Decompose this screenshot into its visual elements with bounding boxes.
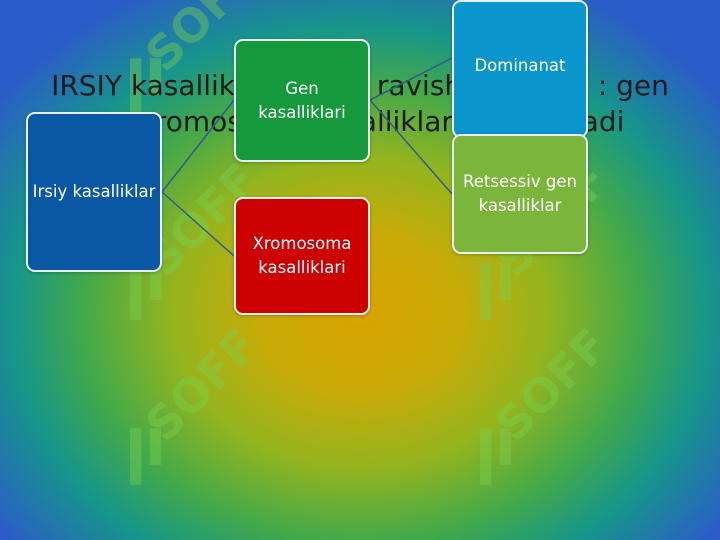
connector-root-xromosoma	[161, 191, 235, 257]
node-label: Retsessiv gen kasalliklar	[463, 172, 577, 215]
node-label: Dominanat	[474, 56, 566, 75]
connector-gen-retsessiv	[369, 99, 453, 195]
node-irsiy-kasalliklar[interactable]: Irsiy kasalliklar	[26, 112, 162, 272]
node-gen-kasalliklari[interactable]: Gen kasalliklari	[234, 39, 370, 162]
node-label: Irsiy kasalliklar	[32, 182, 156, 201]
node-xromosoma-kasalliklari[interactable]: Xromosoma kasalliklari	[234, 197, 370, 315]
node-retsessiv-gen-kasalliklar[interactable]: Retsessiv gen kasalliklar	[452, 134, 588, 254]
connector-root-gen	[161, 99, 235, 193]
node-label: Gen kasalliklari	[258, 78, 346, 122]
node-dominant[interactable]: Dominanat	[452, 0, 588, 138]
node-label: Xromosoma kasalliklari	[252, 234, 352, 277]
connector-gen-dominant	[369, 57, 453, 101]
